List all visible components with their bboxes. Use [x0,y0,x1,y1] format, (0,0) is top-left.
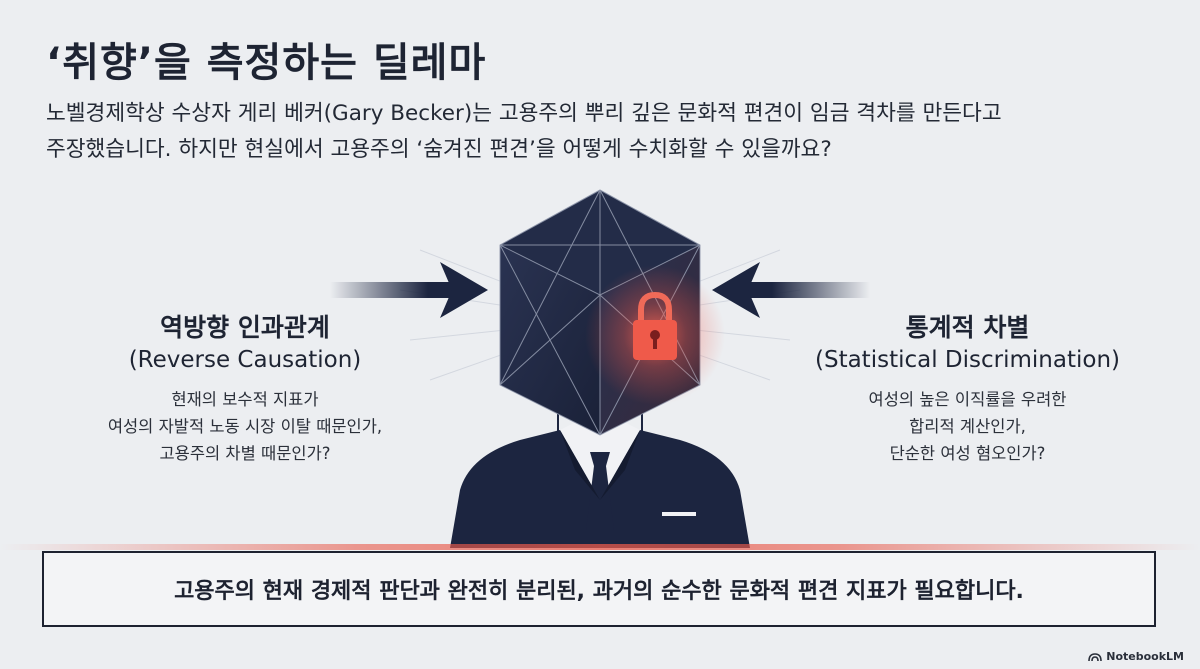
brand-watermark: NotebookLM [1088,650,1184,663]
right-body-line: 여성의 높은 이직률을 우려한 [868,390,1067,409]
left-body-line: 여성의 자발적 노동 시장 이탈 때문인가, [107,417,383,436]
suit-figure [450,395,750,548]
reverse-causation-panel: 역방향 인과관계 (Reverse Causation) 현재의 보수적 지표가… [60,312,430,467]
subtitle: 노벨경제학상 수상자 게리 베커(Gary Becker)는 고용주의 뿌리 깊… [46,96,1166,168]
notebooklm-logo-icon [1088,652,1103,661]
conclusion-text: 고용주의 현재 경제적 판단과 완전히 분리된, 과거의 순수한 문화적 편견 … [174,579,1024,604]
arrow-left-icon [712,262,870,318]
left-heading-ko: 역방향 인과관계 [160,313,330,342]
left-heading-en: (Reverse Causation) [128,347,362,373]
left-body-line: 고용주의 차별 때문인가? [159,444,331,463]
right-heading-en: (Statistical Discrimination) [815,347,1120,373]
left-body-line: 현재의 보수적 지표가 [171,390,319,409]
brand-name: NotebookLM [1106,650,1184,663]
subtitle-line-2: 주장했습니다. 하지만 현실에서 고용주의 ‘숨겨진 편견’을 어떻게 수치화할… [46,137,832,162]
page-title: ‘취향’을 측정하는 딜레마 [46,40,487,86]
right-body-line: 합리적 계산인가, [909,417,1026,436]
accent-divider [0,544,1200,550]
right-body-line: 단순한 여성 혐오인가? [889,444,1046,463]
lock-icon [633,291,677,360]
conclusion-box: 고용주의 현재 경제적 판단과 완전히 분리된, 과거의 순수한 문화적 편견 … [42,551,1156,627]
subtitle-line-1: 노벨경제학상 수상자 게리 베커(Gary Becker)는 고용주의 뿌리 깊… [46,101,1002,126]
right-heading-ko: 통계적 차별 [905,313,1030,342]
statistical-discrimination-panel: 통계적 차별 (Statistical Discrimination) 여성의 … [770,312,1165,467]
arrow-right-icon [330,262,488,318]
